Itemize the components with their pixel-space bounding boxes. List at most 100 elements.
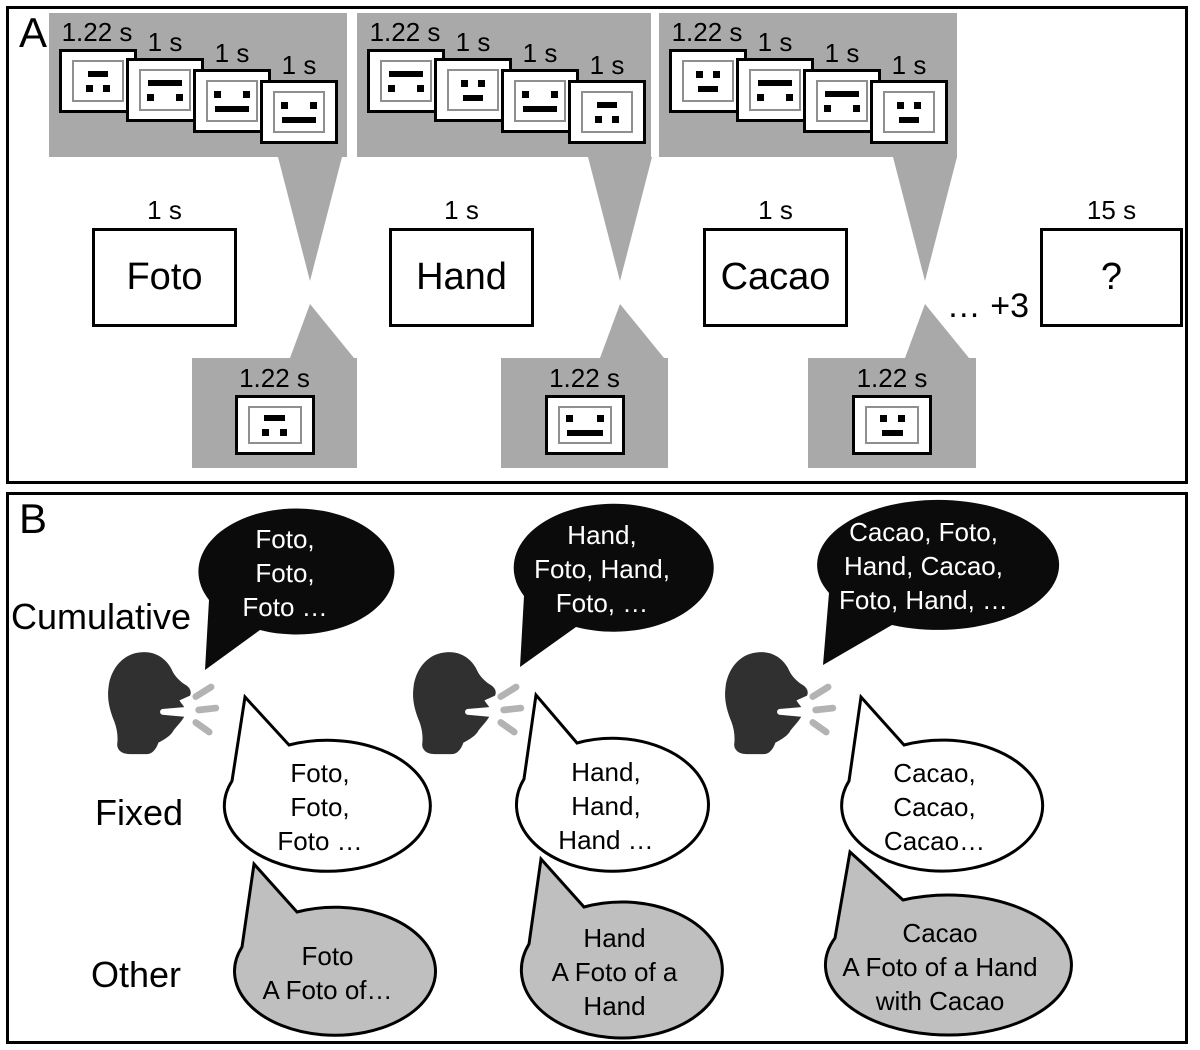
- stimulus-duration: 1 s: [589, 50, 625, 80]
- question-duration: 15 s: [1086, 195, 1137, 225]
- bubble-line: Foto, …: [555, 588, 649, 618]
- attention-funnels: [278, 157, 969, 358]
- eye-dot: [262, 428, 269, 436]
- panel-a: A 1.22 s 1 s 1 s 1 s 1.22 s 1 s 1 s 1 s: [6, 6, 1188, 484]
- stimulus-sequence-cacao: 1.22 s 1 s 1 s 1 s: [659, 13, 957, 157]
- eye-dot: [786, 93, 794, 101]
- schematic-face: [250, 408, 300, 442]
- eye-dot: [595, 115, 602, 123]
- bubble-shape: [519, 855, 724, 1040]
- bubble-shape: [198, 508, 395, 670]
- stimulus-duration: 1.22 s: [671, 17, 743, 47]
- feedback-face-box: [544, 395, 625, 455]
- bubble-cumulative-hand: Hand, Foto, Hand, Foto, …: [500, 503, 714, 675]
- word-box-cacao: Cacao: [703, 228, 848, 327]
- eye-dot: [897, 414, 905, 422]
- eye-dot: [596, 414, 604, 422]
- speech-lines-icon: [497, 683, 525, 736]
- mouth-bar: [462, 94, 484, 101]
- speaker-head-icon: [108, 652, 220, 755]
- bubble-other-foto: Foto A Foto of…: [225, 860, 438, 1037]
- funnel-top-1: [278, 157, 342, 281]
- mouth-bar: [87, 70, 109, 77]
- bubble-line: Foto, Hand,: [534, 554, 670, 584]
- stimulus-duration: 1.22 s: [369, 17, 441, 47]
- schematic-face: [449, 71, 497, 109]
- sequence-continuation: … +3: [946, 287, 1029, 325]
- eye-dot: [478, 79, 485, 87]
- eye-dot: [280, 101, 288, 109]
- bubble-line: Hand,: [571, 757, 641, 787]
- eye-dot: [914, 101, 921, 109]
- eye-dot: [551, 90, 559, 98]
- schematic-face: [751, 71, 799, 109]
- face-stimulus: [193, 69, 271, 133]
- eye-dot: [897, 101, 904, 109]
- stimulus-duration: 1 s: [522, 38, 558, 68]
- question-box: ?: [1040, 228, 1183, 327]
- mouth-bar: [147, 79, 183, 86]
- eye-dot: [696, 70, 703, 78]
- mouth-bar: [757, 79, 793, 86]
- bubble-shape: [513, 503, 714, 667]
- funnel-top-3: [893, 157, 957, 281]
- mouth-bar: [264, 414, 285, 421]
- bubble-shape: [840, 693, 1045, 873]
- bubble-line: Foto,: [290, 758, 350, 788]
- eye-dot: [146, 93, 154, 101]
- eye-dot: [103, 84, 110, 92]
- bubble-line: Cacao,: [893, 758, 976, 788]
- bubble-line: Foto, Hand, …: [838, 584, 1009, 615]
- feedback-rect-hand: 1.22 s: [501, 358, 668, 468]
- stimulus-duration: 1 s: [281, 50, 317, 80]
- schematic-face: [208, 82, 256, 120]
- bubble-line: Foto: [301, 940, 354, 971]
- word-text: Hand: [416, 256, 507, 298]
- eye-dot: [565, 414, 573, 422]
- bubble-line: Cacao,: [893, 792, 976, 822]
- bubble-shape: [222, 693, 432, 873]
- bubble-cumulative-cacao: Cacao, Foto, Hand, Cacao, Foto, Hand, …: [800, 498, 1060, 673]
- bubble-line: A Foto of a Hand: [842, 951, 1038, 982]
- bubble-fixed-foto: Foto, Foto, Foto …: [215, 693, 432, 873]
- word-text: Cacao: [720, 256, 831, 298]
- stimulus-duration: 1.22 s: [61, 17, 133, 47]
- bubble-line: Cacao, Foto,: [849, 516, 998, 547]
- word-text: Foto: [126, 256, 203, 298]
- word-duration: 1 s: [444, 195, 479, 225]
- schematic-face: [141, 71, 189, 109]
- eye-dot: [387, 84, 395, 92]
- eye-dot: [417, 84, 425, 92]
- funnel-top-2: [588, 157, 652, 281]
- feedback-duration: 1.22 s: [549, 363, 620, 393]
- mouth-bar: [566, 429, 603, 436]
- mouth-bar: [522, 105, 558, 112]
- funnel-bottom-1: [290, 304, 354, 358]
- panel-b-label: B: [19, 495, 48, 542]
- feedback-rect-foto: 1.22 s: [192, 358, 357, 468]
- bubble-line: Foto …: [242, 592, 328, 622]
- bubble-line: A Foto of…: [262, 974, 393, 1005]
- face-stimulus: [501, 69, 579, 133]
- schematic-face: [382, 62, 430, 100]
- bubble-line: Cacao…: [883, 826, 986, 856]
- funnel-bottom-2: [600, 304, 664, 358]
- bubble-line: Foto …: [277, 826, 363, 856]
- speaker-head-icon: [725, 652, 837, 755]
- panel-b: B Cumulative Fixed Other: [6, 492, 1188, 1044]
- eye-dot: [243, 90, 251, 98]
- face-stimulus: [803, 69, 881, 133]
- face-stimulus: [126, 58, 204, 122]
- funnel-bottom-3: [905, 304, 969, 358]
- eye-dot: [823, 104, 831, 112]
- bubble-line: A Foto of a: [551, 956, 678, 987]
- speech-lines-icon: [192, 683, 220, 736]
- word-duration: 1 s: [147, 195, 182, 225]
- head-silhouette: [413, 652, 496, 755]
- mouth-bar: [697, 85, 719, 92]
- feedback-face-box: [852, 395, 932, 455]
- bubble-fixed-hand: Hand, Hand, Hand …: [508, 691, 710, 873]
- schematic-face: [560, 408, 610, 442]
- eye-dot: [176, 93, 184, 101]
- schematic-face: [818, 82, 866, 120]
